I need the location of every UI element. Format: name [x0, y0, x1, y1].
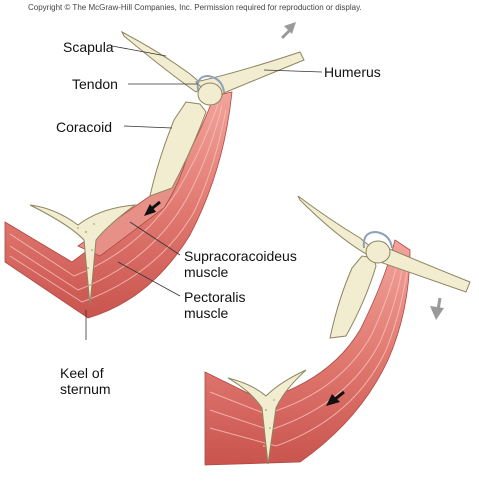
label-keel-line2: sternum: [60, 381, 111, 397]
label-supracoracoideus-line2: muscle: [184, 264, 229, 280]
label-supracoracoideus-line1: Supracoracoideus: [184, 248, 297, 264]
keel-of-sternum-left: [29, 204, 137, 306]
leader-coracoid: [123, 125, 173, 129]
leader-supracoracoideus: [129, 221, 181, 256]
gray-arrow-up-left: [280, 22, 296, 40]
label-pectoralis: Pectoralis muscle: [184, 289, 245, 321]
tendon-right: [362, 230, 393, 249]
humerus-bone-right: [377, 243, 471, 293]
black-arrow-right: [326, 390, 345, 406]
scapula-bone-left: [120, 30, 205, 93]
copyright-notice: Copyright © The McGraw-Hill Companies, I…: [28, 3, 362, 12]
keel-of-sternum-right: [227, 369, 307, 465]
gray-arrow-down-right: [430, 297, 444, 320]
leader-lines: [85, 45, 323, 340]
shoulder-joint-right: [365, 240, 391, 264]
right-figure: [204, 195, 471, 466]
label-coracoid: Coracoid: [56, 119, 113, 135]
label-scapula: Scapula: [63, 39, 114, 55]
left-figure: [4, 22, 305, 319]
leader-scapula: [111, 45, 167, 57]
pectoralis-muscle-right: [204, 239, 411, 466]
label-tendon: Tendon: [72, 76, 118, 92]
label-pectoralis-line2: muscle: [184, 305, 229, 321]
scapula-bone-right: [297, 195, 373, 255]
label-pectoralis-line1: Pectoralis: [184, 289, 246, 305]
coracoid-bone-left: [149, 101, 207, 197]
leader-humerus: [263, 69, 323, 73]
leader-pectoralis: [117, 261, 181, 297]
label-humerus: Humerus: [324, 64, 381, 80]
label-keel-line1: Keel of: [60, 365, 104, 381]
black-arrow-left: [144, 200, 161, 216]
shoulder-joint-left: [197, 82, 223, 106]
label-supracoracoideus: Supracoracoideus muscle: [184, 248, 297, 280]
label-keel-of-sternum: Keel of sternum: [60, 365, 111, 397]
tendon-left: [196, 74, 225, 93]
